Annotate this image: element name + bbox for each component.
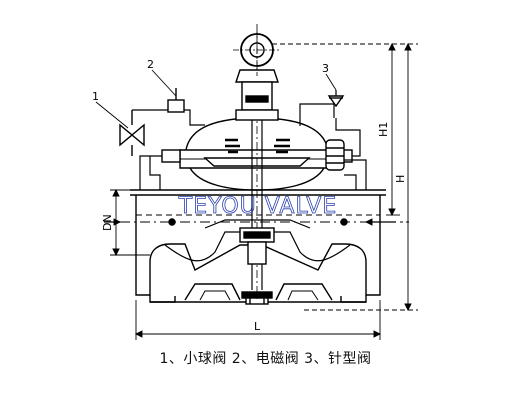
- left-pilot-line: [95, 101, 205, 190]
- dim-h-label: H: [394, 175, 407, 183]
- dim-dn-label: DN: [101, 214, 114, 231]
- handwheel: [233, 24, 281, 76]
- figure-caption: 1、小球阀 2、电磁阀 3、针型阀: [159, 351, 372, 367]
- callout-1: 1: [92, 90, 99, 103]
- dim-h1-label: H1: [377, 122, 390, 137]
- labels: 1 2 3 DN H1 H L: [92, 58, 407, 333]
- callout-3: 3: [322, 62, 329, 75]
- dim-l-label: L: [254, 320, 261, 333]
- right-pilot-line: [299, 73, 367, 190]
- dimension-lines: [104, 42, 418, 340]
- solenoid-valve: [151, 69, 185, 113]
- watermark: TEYOU VALVE: [178, 194, 337, 219]
- valve-stem: [235, 30, 279, 300]
- callout-2: 2: [147, 58, 154, 71]
